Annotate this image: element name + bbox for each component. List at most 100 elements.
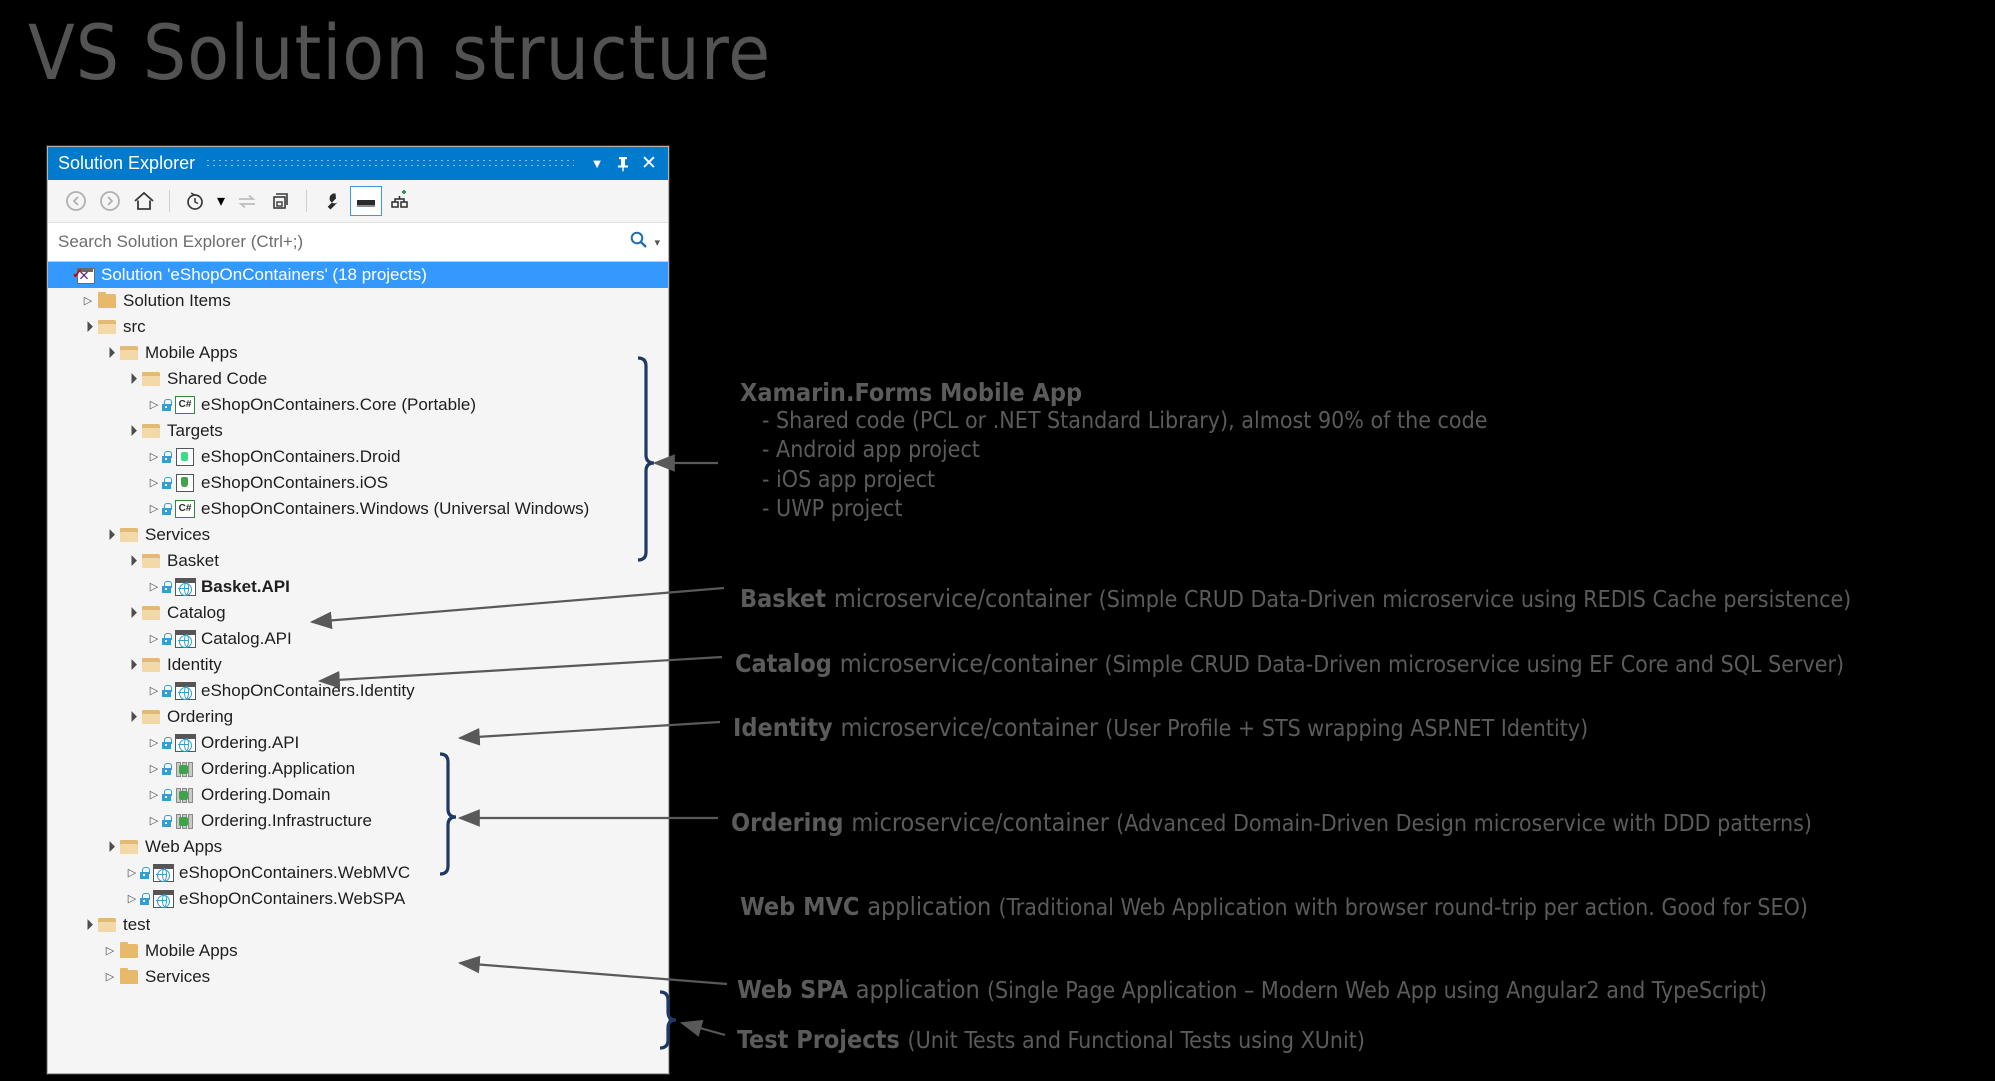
chevron-right-icon[interactable]: ▷ (149, 502, 159, 515)
folder-open (140, 372, 162, 386)
chevron-down-icon[interactable]: ◢ (103, 346, 117, 360)
chevron-down-icon[interactable]: ◢ (125, 658, 139, 672)
tree-item-label: Identity (167, 655, 222, 674)
tree-item-basket[interactable]: ◢Basket (48, 548, 668, 574)
tree-item-web-apps[interactable]: ◢ Web Apps (48, 834, 668, 860)
tree-item-identity[interactable]: ◢ Identity (48, 652, 668, 678)
tree-item-ios[interactable]: ▷eShopOnContainers.iOS (48, 470, 668, 496)
chevron-right-icon[interactable]: ▷ (149, 684, 159, 697)
search-bar[interactable]: Search Solution Explorer (Ctrl+;) ▾ (48, 223, 668, 262)
chevron-down-icon[interactable]: ▼ (590, 156, 604, 171)
chevron-down-icon[interactable]: ◢ (125, 372, 139, 386)
tree-item-label: eShopOnContainers.Droid (201, 447, 401, 466)
tree-item-label: Shared Code (167, 369, 268, 388)
folder-open (118, 840, 140, 854)
tree-item-ordering-application[interactable]: ▷ Ordering.Application (48, 756, 668, 782)
tree-item-label: Web Apps (145, 837, 223, 856)
chevron-right-icon[interactable]: ▷ (149, 398, 159, 411)
lock-icon (162, 503, 172, 515)
forward-button[interactable] (94, 186, 126, 216)
tree-item-solution-items[interactable]: ▷Solution Items (48, 288, 668, 314)
chevron-right-icon[interactable]: ▷ (149, 788, 159, 801)
tree-item-webmvc[interactable]: ▷eShopOnContainers.WebMVC (48, 860, 668, 886)
annotation-bullet: - Android app project (762, 437, 980, 464)
tree-item-ordering-infrastructure[interactable]: ▷ Ordering.Infrastructure (48, 808, 668, 834)
tree-item-catalog-api[interactable]: ▷Catalog.API (48, 626, 668, 652)
pin-glyph (618, 156, 628, 171)
home-button[interactable] (128, 186, 160, 216)
chevron-right-icon[interactable]: ▷ (149, 450, 159, 463)
tree-item-ordering-domain[interactable]: ▷Ordering.Domain (48, 782, 668, 808)
close-icon[interactable]: ✕ (641, 153, 657, 174)
tree-item-identity-proj[interactable]: ▷eShopOnContainers.Identity (48, 678, 668, 704)
chevron-right-icon[interactable]: ▷ (105, 970, 115, 983)
chevron-down-icon[interactable]: ◢ (125, 606, 139, 620)
tree-item-label: Solution 'eShopOnContainers' (18 project… (101, 265, 427, 284)
lock-icon (162, 763, 172, 775)
preview-selected-items-button[interactable] (350, 186, 382, 216)
tree-item-solution[interactable]: ◢⨉✓Solution 'eShopOnContainers' (18 proj… (48, 262, 668, 288)
tree-item-test-mobile-apps[interactable]: ▷Mobile Apps (48, 938, 668, 964)
lock-icon (140, 867, 150, 879)
annotation-rest: microservice/container (839, 649, 1105, 678)
chevron-right-icon[interactable]: ▷ (105, 944, 115, 957)
annotation-ordering: Ordering microservice/container (Advance… (731, 808, 1812, 837)
chevron-down-icon[interactable]: ▾ (654, 236, 660, 249)
tree-item-shared-code[interactable]: ◢ Shared Code (48, 366, 668, 392)
tree-item-windows[interactable]: ▷C#eShopOnContainers.Windows (Universal … (48, 496, 668, 522)
chevron-right-icon[interactable]: ▷ (83, 294, 93, 307)
chevron-down-icon[interactable]: ◢ (81, 918, 95, 932)
tree-item-label: Basket.API (201, 577, 290, 596)
chevron-down-icon[interactable]: ◢ (81, 320, 95, 334)
chevron-down-icon[interactable]: ◢ (125, 710, 139, 724)
tree-item-services[interactable]: ◢Services (48, 522, 668, 548)
collapse-all-button[interactable] (265, 186, 297, 216)
folder-closed (96, 292, 118, 308)
chevron-right-icon[interactable]: ▷ (127, 866, 137, 879)
chevron-down-icon[interactable]: ▾ (216, 193, 226, 210)
lock-icon (162, 399, 172, 411)
chevron-right-icon[interactable]: ▷ (149, 736, 159, 749)
chevron-down-icon[interactable]: ◢ (125, 554, 139, 568)
search-input[interactable]: Search Solution Explorer (Ctrl+;) (58, 232, 304, 251)
pending-changes-button[interactable] (179, 186, 211, 216)
chevron-down-icon[interactable]: ◢ (125, 424, 139, 438)
back-button[interactable] (60, 186, 92, 216)
lock-icon (162, 581, 172, 593)
chevron-right-icon[interactable]: ▷ (149, 632, 159, 645)
tree-item-src[interactable]: ◢src (48, 314, 668, 340)
properties-button[interactable] (316, 186, 348, 216)
chevron-right-icon[interactable]: ▷ (149, 476, 159, 489)
folder-open (118, 528, 140, 542)
tree-item-ordering[interactable]: ◢ Ordering (48, 704, 668, 730)
tree-item-droid[interactable]: ▷ eShopOnContainers.Droid (48, 444, 668, 470)
show-all-files-button[interactable] (384, 186, 416, 216)
tree-item-mobile-apps[interactable]: ◢Mobile Apps (48, 340, 668, 366)
chevron-right-icon[interactable]: ▷ (149, 762, 159, 775)
chevron-right-icon[interactable]: ▷ (149, 580, 159, 593)
chevron-down-icon[interactable]: ◢ (103, 528, 117, 542)
tree-item-ordering-api[interactable]: ▷Ordering.API (48, 730, 668, 756)
solution-tree[interactable]: ◢⨉✓Solution 'eShopOnContainers' (18 proj… (48, 262, 668, 1073)
tree-item-label: Ordering (167, 707, 234, 726)
tree-item-label: Catalog (167, 603, 226, 622)
folder-open (96, 320, 118, 334)
tree-item-test[interactable]: ◢test (48, 912, 668, 938)
tree-item-webspa[interactable]: ▷eShopOnContainers.WebSPA (48, 886, 668, 912)
annotation-bullet: - UWP project (762, 496, 903, 523)
annotation-rest: microservice/container (840, 713, 1106, 742)
pin-icon[interactable] (610, 151, 636, 177)
page-title: VS Solution structure (28, 8, 772, 97)
tree-item-catalog[interactable]: ◢ Catalog (48, 600, 668, 626)
tree-item-label: Ordering.Infrastructure (201, 811, 373, 830)
tree-item-core[interactable]: ▷C#eShopOnContainers.Core (Portable) (48, 392, 668, 418)
tree-item-basket-api[interactable]: ▷ Basket.API (48, 574, 668, 600)
chevron-down-icon[interactable]: ◢ (103, 840, 117, 854)
tree-item-targets[interactable]: ◢Targets (48, 418, 668, 444)
tree-item-test-services[interactable]: ▷Services (48, 964, 668, 990)
search-icon[interactable] (629, 230, 648, 255)
sync-button[interactable] (231, 186, 263, 216)
tree-item-label: Ordering.Application (201, 759, 356, 778)
chevron-right-icon[interactable]: ▷ (127, 892, 137, 905)
chevron-right-icon[interactable]: ▷ (149, 814, 159, 827)
